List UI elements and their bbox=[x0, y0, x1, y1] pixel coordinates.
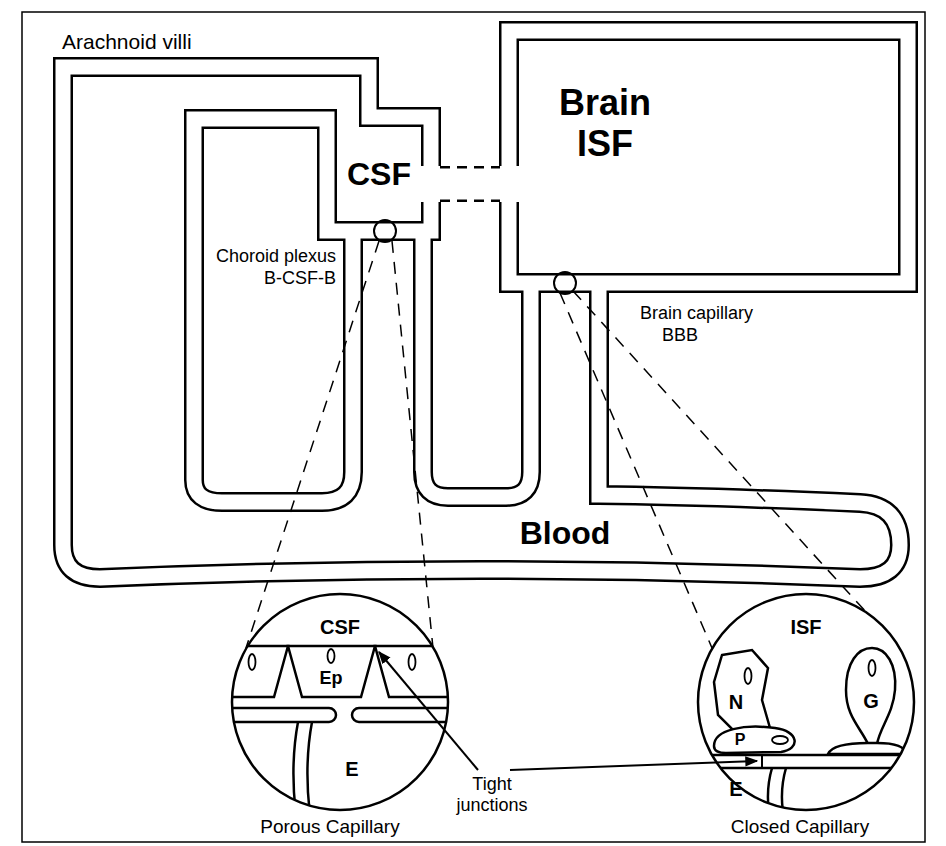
compartment-label: Blood bbox=[520, 515, 611, 552]
capillary-wall bbox=[768, 768, 772, 818]
cell-nucleus bbox=[249, 654, 256, 670]
wall-gap bbox=[63, 67, 900, 578]
compartment-box: Brain ISF bbox=[500, 22, 917, 292]
wall-outline bbox=[63, 67, 900, 578]
passage-lumen bbox=[440, 169, 500, 200]
zoom-leader bbox=[560, 293, 712, 648]
zoom-leader bbox=[392, 241, 433, 648]
cell-label: N bbox=[586, 691, 886, 714]
cell-label: E bbox=[586, 778, 886, 801]
compartment-box: Blood bbox=[440, 506, 690, 560]
barrier-label: BBB bbox=[662, 325, 698, 346]
cell-nucleus bbox=[745, 668, 752, 684]
passage-connector bbox=[440, 184, 500, 185]
magnifier-marker bbox=[554, 272, 576, 294]
capillary-wall bbox=[307, 722, 312, 815]
compartment-box: CSF bbox=[318, 108, 440, 240]
zoom-leader bbox=[573, 291, 899, 648]
cell-label: G bbox=[721, 690, 946, 713]
zoom-leader bbox=[246, 241, 379, 648]
cell-label: P bbox=[590, 731, 890, 749]
barrier-label: B-CSF-B bbox=[264, 268, 336, 289]
pointer-arrow bbox=[379, 652, 478, 770]
compartment-walls bbox=[63, 31, 908, 578]
porous-capillary-inset bbox=[180, 594, 492, 815]
cell-nucleus bbox=[409, 654, 416, 670]
callout-label: Tight junctions bbox=[440, 774, 544, 815]
structure-label: Arachnoid villi bbox=[62, 30, 192, 54]
figure-frame bbox=[22, 12, 925, 842]
wall-outline bbox=[509, 31, 908, 283]
cell-nucleus bbox=[328, 649, 335, 663]
inset-caption: Porous Capillary bbox=[180, 816, 480, 838]
endothelial-cell bbox=[200, 708, 336, 722]
pericyte-cell bbox=[714, 727, 795, 753]
structure-label: Choroid plexus bbox=[216, 246, 336, 267]
pointer-arrows bbox=[379, 652, 757, 770]
pointer-arrow bbox=[510, 761, 757, 770]
endothelium-line bbox=[690, 754, 925, 757]
cell-nucleus bbox=[869, 660, 876, 676]
epithelial-cell bbox=[375, 646, 490, 697]
cell-label: E bbox=[202, 758, 502, 781]
endothelial-cell bbox=[352, 708, 492, 722]
wall-gap bbox=[509, 31, 908, 283]
dashed-wall bbox=[440, 166, 500, 202]
tight-junction-mark bbox=[761, 755, 763, 768]
fluid-label: ISF bbox=[656, 616, 946, 639]
structure-label: Brain capillary bbox=[640, 303, 753, 324]
glial-endfoot bbox=[828, 743, 906, 754]
fluid-label: CSF bbox=[190, 616, 490, 639]
compartment-label: Brain ISF bbox=[545, 82, 665, 165]
magnifier-marker bbox=[374, 220, 396, 242]
inset-caption: Closed Capillary bbox=[650, 816, 946, 838]
connector-heads bbox=[440, 184, 500, 185]
compartment-label: CSF bbox=[347, 156, 411, 193]
cell-nucleus bbox=[772, 736, 788, 744]
capillary-wall bbox=[782, 768, 786, 818]
cell-label: Ep bbox=[181, 668, 481, 689]
zoom-leaders bbox=[246, 241, 899, 648]
